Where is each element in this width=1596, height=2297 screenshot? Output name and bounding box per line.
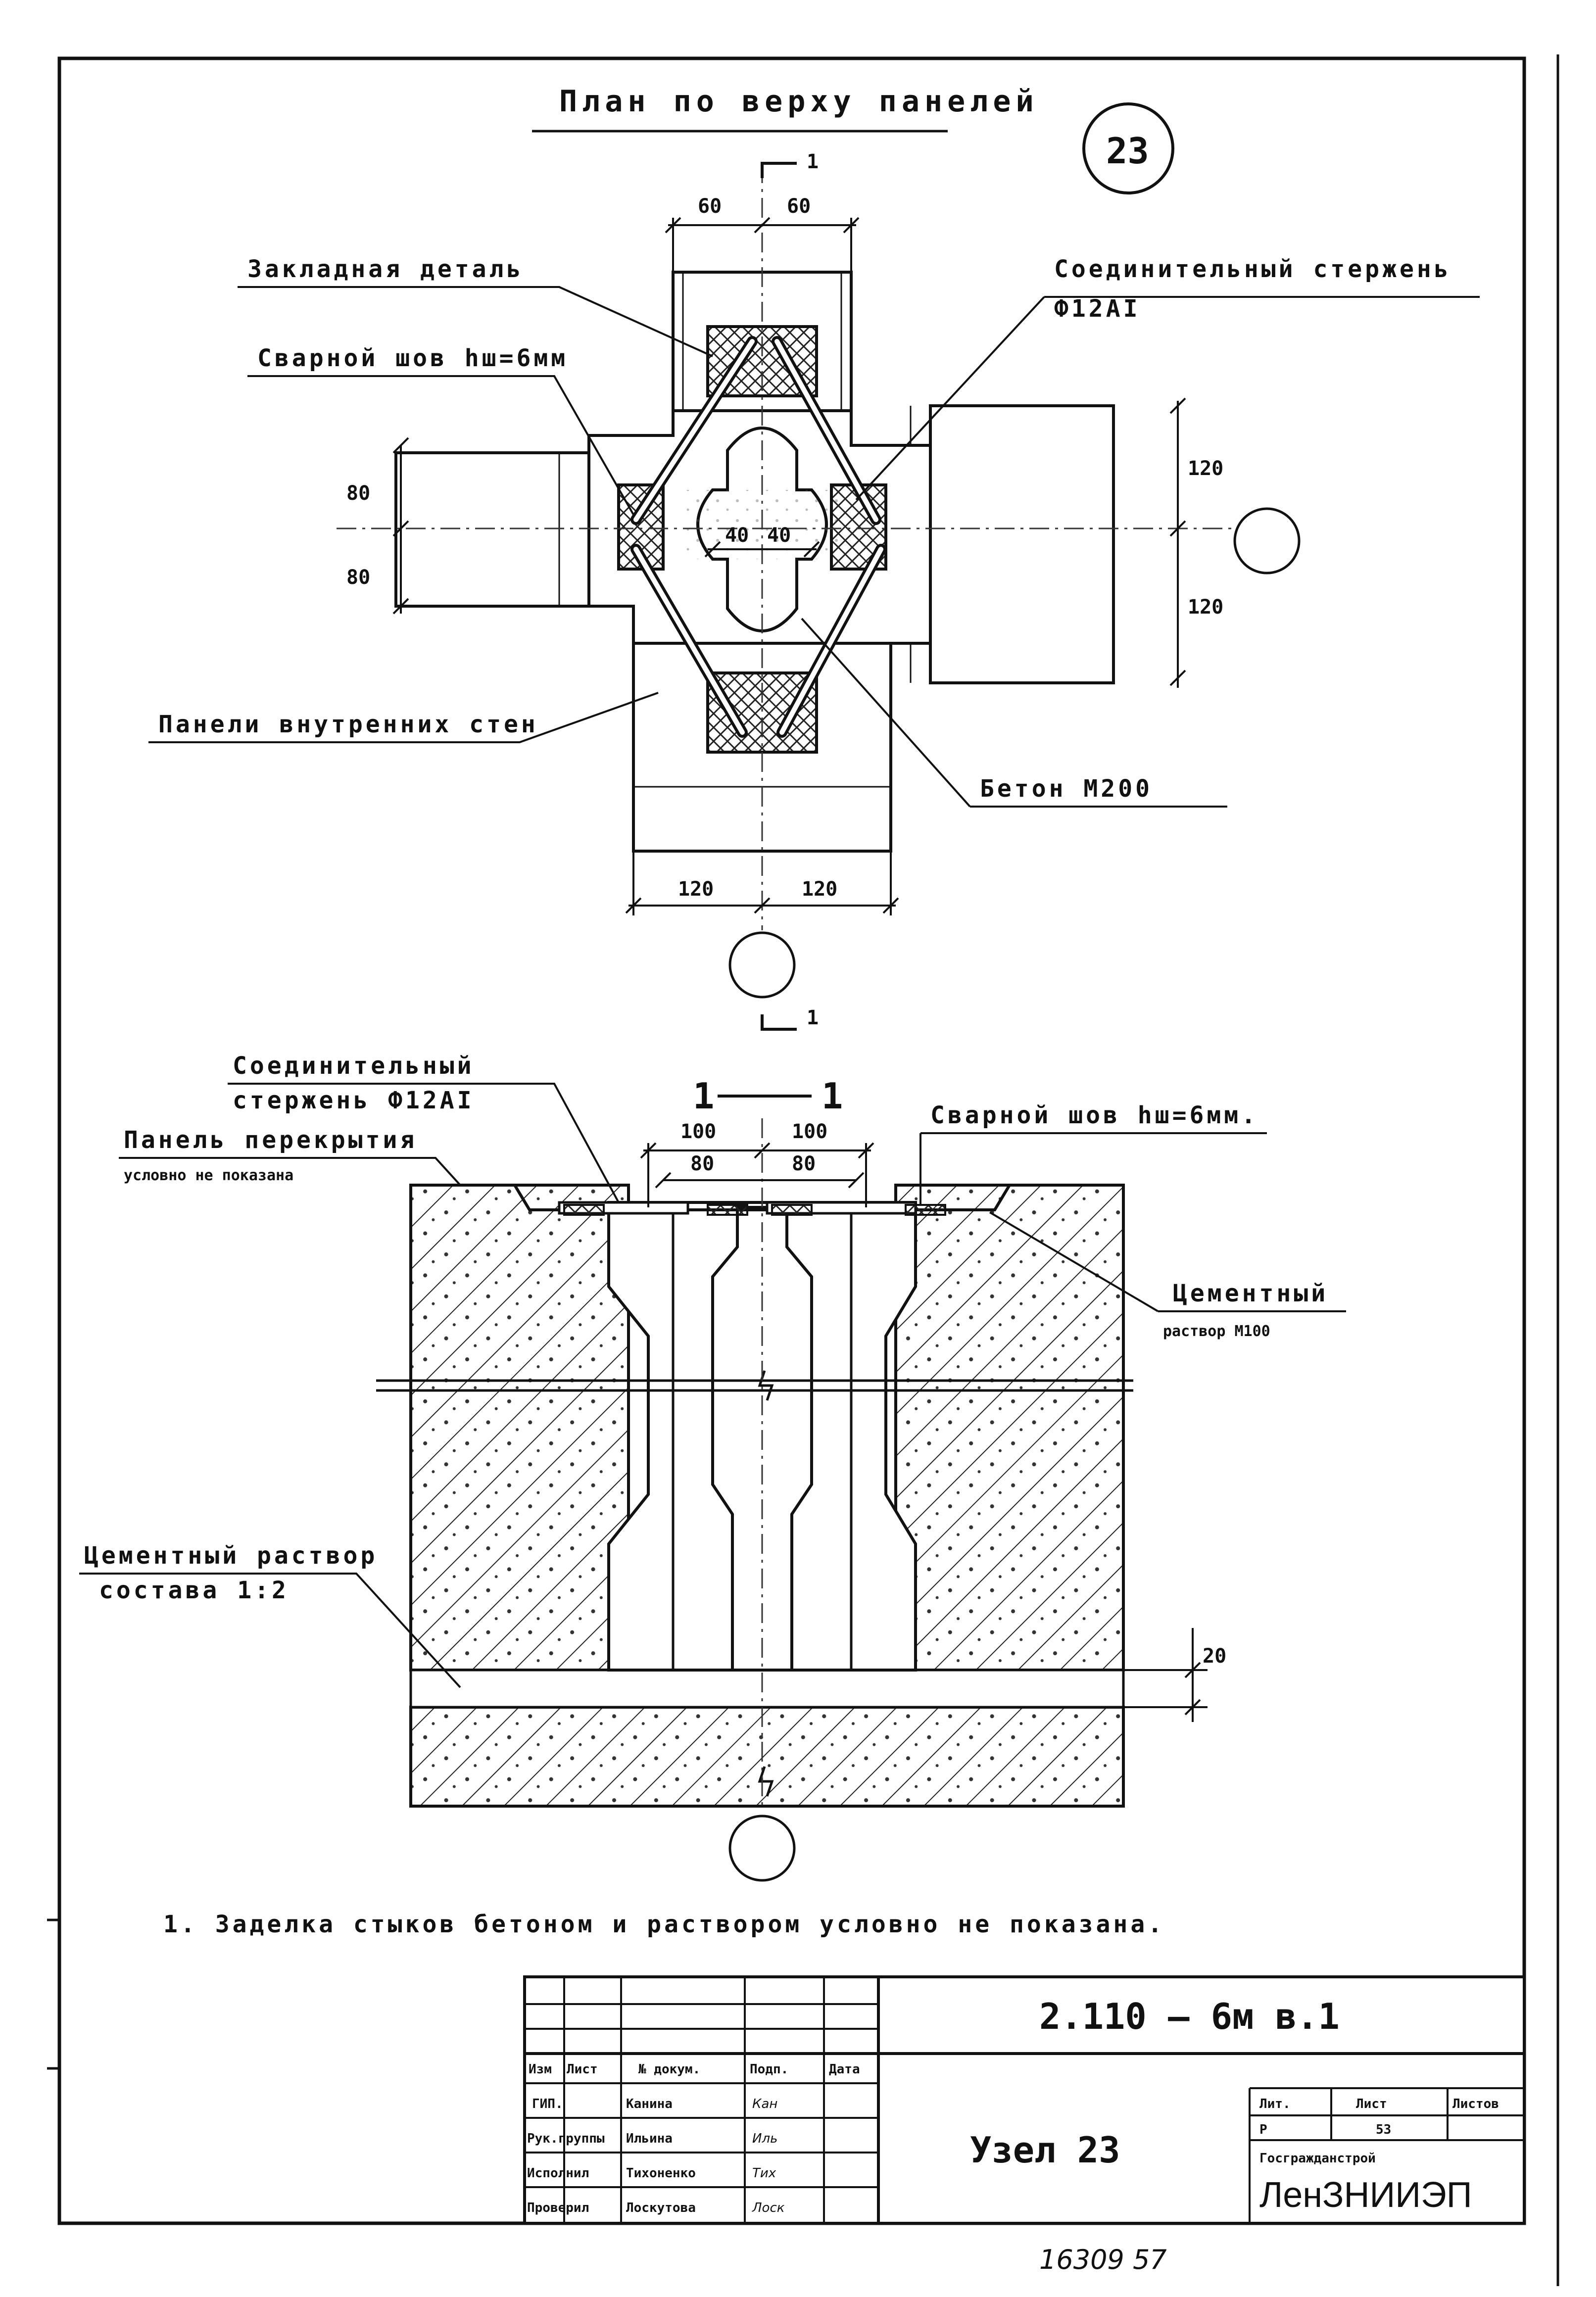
label-embedded-part: Закладная деталь: [247, 255, 524, 283]
section-mark-top-label: 1: [807, 150, 819, 173]
tb-stage-header: Лит.: [1259, 2097, 1291, 2111]
section-mark-top: [761, 162, 797, 178]
dim-section-inner-left: 80: [690, 1152, 714, 1175]
label-weld: Сварной шов hш=6мм: [257, 344, 568, 372]
dim-right-down: 120: [1188, 596, 1223, 619]
tb-sheet-number: 53: [1376, 2122, 1391, 2137]
wall-right: [894, 1184, 1125, 1672]
dim-right-up: 120: [1188, 457, 1223, 480]
tb-stage-value: Р: [1259, 2122, 1267, 2137]
tb-header-list: Лист: [567, 2062, 598, 2077]
label-section-rod-1: Соединительный: [233, 1052, 475, 1080]
mortar-bed: [409, 1669, 1125, 1709]
section-leaders: [79, 1083, 1346, 1688]
label-rod-diameter: Ф12АI: [1054, 295, 1141, 323]
tb-name-3: Тихоненко: [626, 2166, 696, 2181]
tb-org-small: Госгражданстрой: [1259, 2151, 1376, 2166]
plan-leaders: [148, 286, 1480, 808]
archive-stamp: 16309 57: [1039, 2244, 1167, 2275]
label-slab-2: условно не показана: [124, 1167, 293, 1184]
dim-left-up: 80: [346, 482, 370, 505]
tb-sign-1: Кан: [752, 2097, 777, 2111]
dim-top-left: 60: [698, 195, 722, 218]
break-lines: [376, 1370, 1133, 1797]
tb-sign-2: Иль: [752, 2131, 777, 2146]
tb-header-izm: Изм: [529, 2062, 552, 2077]
section-dimensions: [640, 1142, 1208, 1722]
label-rod: Соединительный стержень: [1054, 255, 1451, 283]
tb-role-3: Исполнил: [527, 2166, 589, 2181]
panel-right: [929, 404, 1115, 684]
label-bed-2: состава 1:2: [99, 1577, 289, 1604]
tb-name-2: Ильина: [626, 2131, 673, 2146]
tb-role-1: ГИП.: [532, 2097, 563, 2111]
section-title-left: 1: [693, 1075, 714, 1117]
tb-sign-4: Лоск: [752, 2201, 785, 2215]
axis-bubble-bottom: [728, 931, 796, 999]
dim-top-right: 60: [787, 195, 811, 218]
section-view: 1 1: [79, 1052, 1346, 1882]
tb-sheet-header: Лист: [1356, 2097, 1387, 2111]
label-panels: Панели внутренних стен: [158, 711, 538, 738]
tb-name-4: Лоскутова: [626, 2201, 696, 2215]
weld-left: [563, 1204, 605, 1216]
node-badge-circle: [1082, 102, 1174, 194]
dim-center-left: 40: [725, 524, 749, 547]
connecting-rods: [630, 336, 886, 738]
dim-bottom-left: 120: [678, 878, 714, 901]
dim-section-outer-right: 100: [792, 1120, 827, 1143]
slab-top-line: [411, 1184, 1123, 1211]
axis-bubble-right: [1233, 507, 1301, 574]
slab-below: [409, 1706, 1125, 1808]
tb-sheets-header: Листов: [1452, 2097, 1499, 2111]
title-block: Изм Лист № докум. Подп. Дата ГИП. Канина…: [523, 1975, 1526, 2225]
plan-axis-lines: [337, 163, 1232, 930]
tb-sign-3: Тих: [752, 2166, 776, 2181]
tb-header-sign: Подп.: [750, 2062, 788, 2077]
dim-section-inner-right: 80: [792, 1152, 816, 1175]
plan-view: План по верху панелей 23: [148, 84, 1480, 1031]
cavity-channels: [672, 1207, 853, 1670]
dim-left-down: 80: [346, 566, 370, 589]
label-slab-1: Панель перекрытия: [124, 1126, 417, 1154]
dim-center-right: 40: [767, 524, 791, 547]
weld-center: [707, 1204, 748, 1216]
label-mortar-1: Цементный: [1173, 1280, 1328, 1307]
weld-right: [771, 1204, 813, 1216]
axis-bubble-section: [728, 1815, 796, 1882]
tb-role-2: Рук.группы: [527, 2131, 605, 2146]
tb-header-doc: № докум.: [638, 2062, 700, 2077]
label-concrete: Бетон М200: [980, 775, 1153, 803]
label-section-weld: Сварной шов hш=6мм.: [930, 1101, 1258, 1129]
section-mark-bottom: [761, 1014, 797, 1031]
label-section-rod-2: стержень Ф12АI: [233, 1087, 475, 1114]
wall-left: [409, 1184, 630, 1672]
section-title-right: 1: [822, 1075, 843, 1117]
section-mark-bottom-label: 1: [807, 1006, 819, 1029]
dim-section-outer-left: 100: [680, 1120, 716, 1143]
tb-header-date: Дата: [829, 2062, 860, 2077]
tb-sheet-title: Узел 23: [970, 2129, 1120, 2171]
tb-name-1: Канина: [626, 2097, 673, 2111]
plan-title: План по верху панелей: [559, 84, 1039, 119]
tb-org: ЛенЗНИИЭП: [1259, 2175, 1472, 2215]
dim-bottom-right: 120: [802, 878, 837, 901]
tb-drawing-code: 2.110 — 6м в.1: [1039, 1996, 1340, 2037]
tb-role-4: Проверил: [527, 2201, 589, 2215]
general-note: 1. Заделка стыков бетоном и раствором ус…: [163, 1911, 1165, 1938]
label-mortar-2: раствор М100: [1163, 1323, 1270, 1340]
weld-far-right: [905, 1204, 946, 1216]
label-bed-1: Цементный раствор: [84, 1542, 378, 1570]
dim-section-joint: 20: [1203, 1645, 1226, 1668]
plan-dimensions: [392, 217, 1186, 915]
node-badge-number: 23: [1106, 130, 1149, 172]
